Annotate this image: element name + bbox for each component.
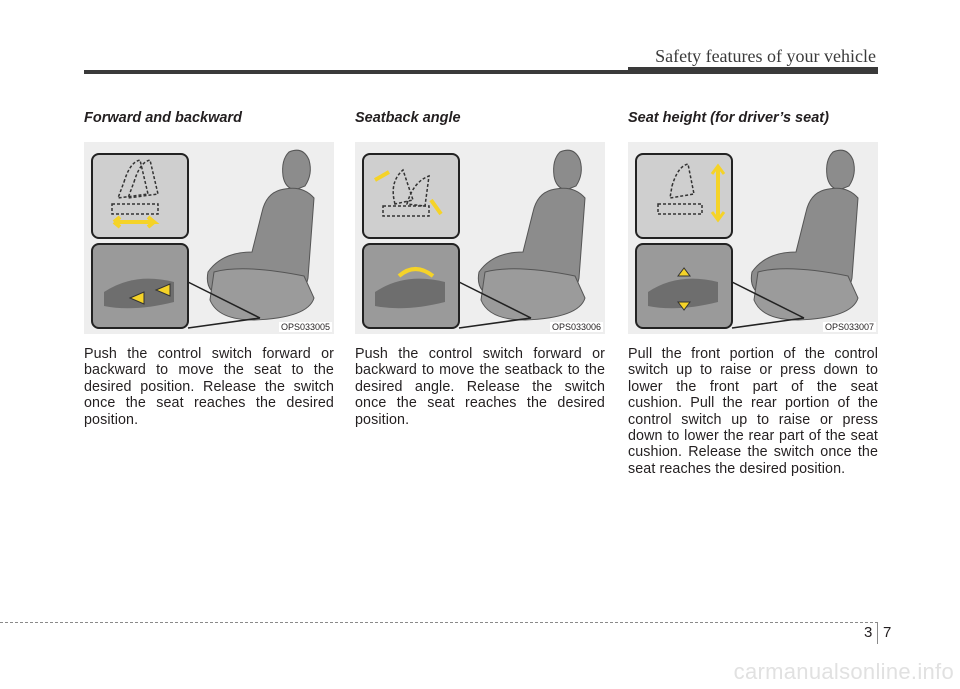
seat-image	[750, 149, 859, 321]
seat-illustration: OPS033006	[355, 142, 605, 334]
section-seat-height: Seat height (for driver’s seat)	[628, 110, 878, 477]
inset-control-switch	[635, 243, 805, 329]
inset-control-switch	[91, 243, 261, 329]
section-heading: Seat height (for driver’s seat)	[628, 110, 829, 126]
inset-seat-motion	[91, 153, 189, 239]
section-seatback-angle: Seatback angle	[355, 110, 605, 428]
section-heading: Forward and backward	[84, 110, 242, 126]
header-rule	[84, 70, 878, 74]
page-number-divider	[877, 622, 878, 644]
seat-image	[477, 149, 586, 321]
figure-code: OPS033007	[822, 322, 876, 332]
chapter-number: 3	[864, 624, 873, 641]
section-heading: Seatback angle	[355, 110, 461, 126]
inset-seatback-motion	[362, 153, 460, 239]
footer-rule	[0, 622, 878, 623]
seat-illustration: OPS033005	[84, 142, 334, 334]
section-body: Pull the front portion of the control sw…	[628, 346, 878, 477]
seat-illustration: OPS033007	[628, 142, 878, 334]
inset-control-switch	[362, 243, 532, 329]
seat-image	[206, 149, 315, 321]
watermark: carmanualsonline.info	[733, 659, 954, 684]
figure-code: OPS033006	[549, 322, 603, 332]
section-forward-backward: Forward and backward	[84, 110, 334, 428]
header-rule-accent	[628, 67, 878, 74]
running-header: Safety features of your vehicle	[655, 46, 876, 66]
figure-code: OPS033005	[278, 322, 332, 332]
inset-height-motion	[635, 153, 733, 239]
page-number: 7	[883, 624, 892, 641]
section-body: Push the control switch forward or backw…	[84, 346, 334, 428]
section-body: Push the control switch forward or backw…	[355, 346, 605, 428]
